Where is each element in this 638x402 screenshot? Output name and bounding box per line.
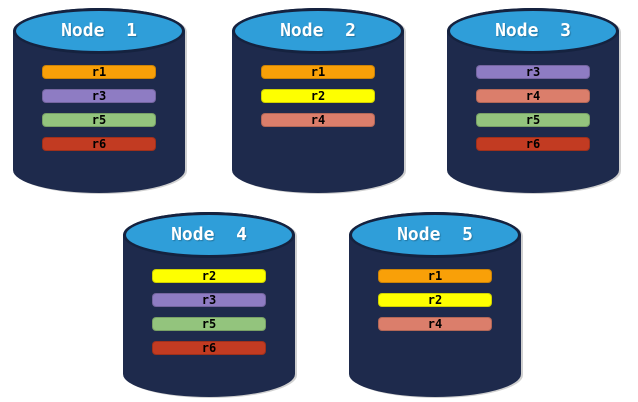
- node-3-replica-r4: r4: [476, 89, 590, 103]
- node-2-cylinder-top: [232, 8, 404, 54]
- node-2-replica-r1: r1: [261, 65, 375, 79]
- node-4-replica-r5: r5: [152, 317, 266, 331]
- node-1-title: Node 1: [61, 20, 137, 41]
- node-4-cylinder-top: [123, 212, 295, 258]
- node-4-replica-r2: r2: [152, 269, 266, 283]
- node-4-replica-r6: r6: [152, 341, 266, 355]
- node-4: Node 4 r2 r3 r5 r6: [123, 212, 295, 397]
- node-2-title: Node 2: [280, 20, 356, 41]
- node-1-replica-r6: r6: [42, 137, 156, 151]
- node-1-replica-r3: r3: [42, 89, 156, 103]
- node-3-replica-r3: r3: [476, 65, 590, 79]
- node-2-replica-r2: r2: [261, 89, 375, 103]
- node-3-replica-r6: r6: [476, 137, 590, 151]
- node-5: Node 5 r1 r2 r4: [349, 212, 521, 397]
- node-5-title: Node 5: [397, 224, 473, 245]
- node-2-replica-r4: r4: [261, 113, 375, 127]
- node-1: Node 1 r1 r3 r5 r6: [13, 8, 185, 193]
- node-3: Node 3 r3 r4 r5 r6: [447, 8, 619, 193]
- node-5-replica-r2: r2: [378, 293, 492, 307]
- node-3-cylinder-top: [447, 8, 619, 54]
- node-4-replica-r3: r3: [152, 293, 266, 307]
- node-1-replica-r5: r5: [42, 113, 156, 127]
- node-3-title: Node 3: [495, 20, 571, 41]
- node-1-replica-r1: r1: [42, 65, 156, 79]
- node-4-title: Node 4: [171, 224, 247, 245]
- node-5-replica-r4: r4: [378, 317, 492, 331]
- node-5-cylinder-top: [349, 212, 521, 258]
- node-2: Node 2 r1 r2 r4: [232, 8, 404, 193]
- node-5-replica-r1: r1: [378, 269, 492, 283]
- node-3-replica-r5: r5: [476, 113, 590, 127]
- node-1-cylinder-top: [13, 8, 185, 54]
